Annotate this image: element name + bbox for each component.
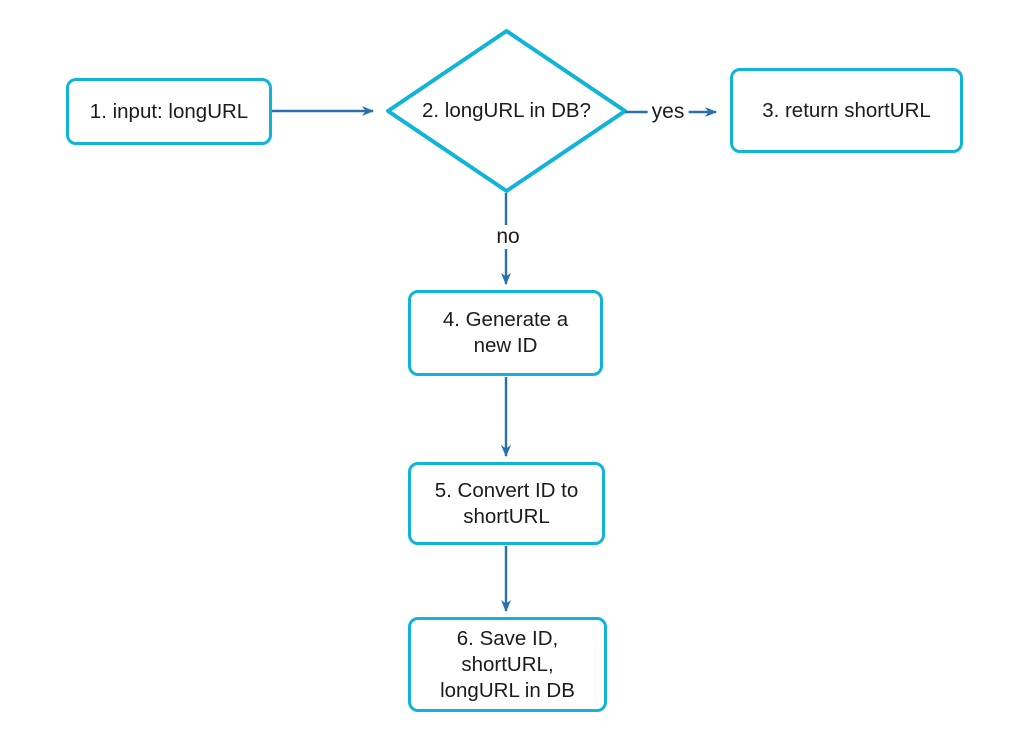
node-6-save: 6. Save ID, shortURL, longURL in DB xyxy=(408,617,607,712)
node-3-return: 3. return shortURL xyxy=(730,68,963,153)
node-4-generate: 4. Generate a new ID xyxy=(408,290,603,376)
node-1-input: 1. input: longURL xyxy=(66,78,272,145)
node-5-convert: 5. Convert ID to shortURL xyxy=(408,462,605,545)
edge-label-yes: yes xyxy=(647,100,689,124)
edge-label-no: no xyxy=(492,225,524,249)
node-2-decision-label: 2. longURL in DB? xyxy=(421,99,592,122)
node-2-decision-shape xyxy=(386,29,627,193)
